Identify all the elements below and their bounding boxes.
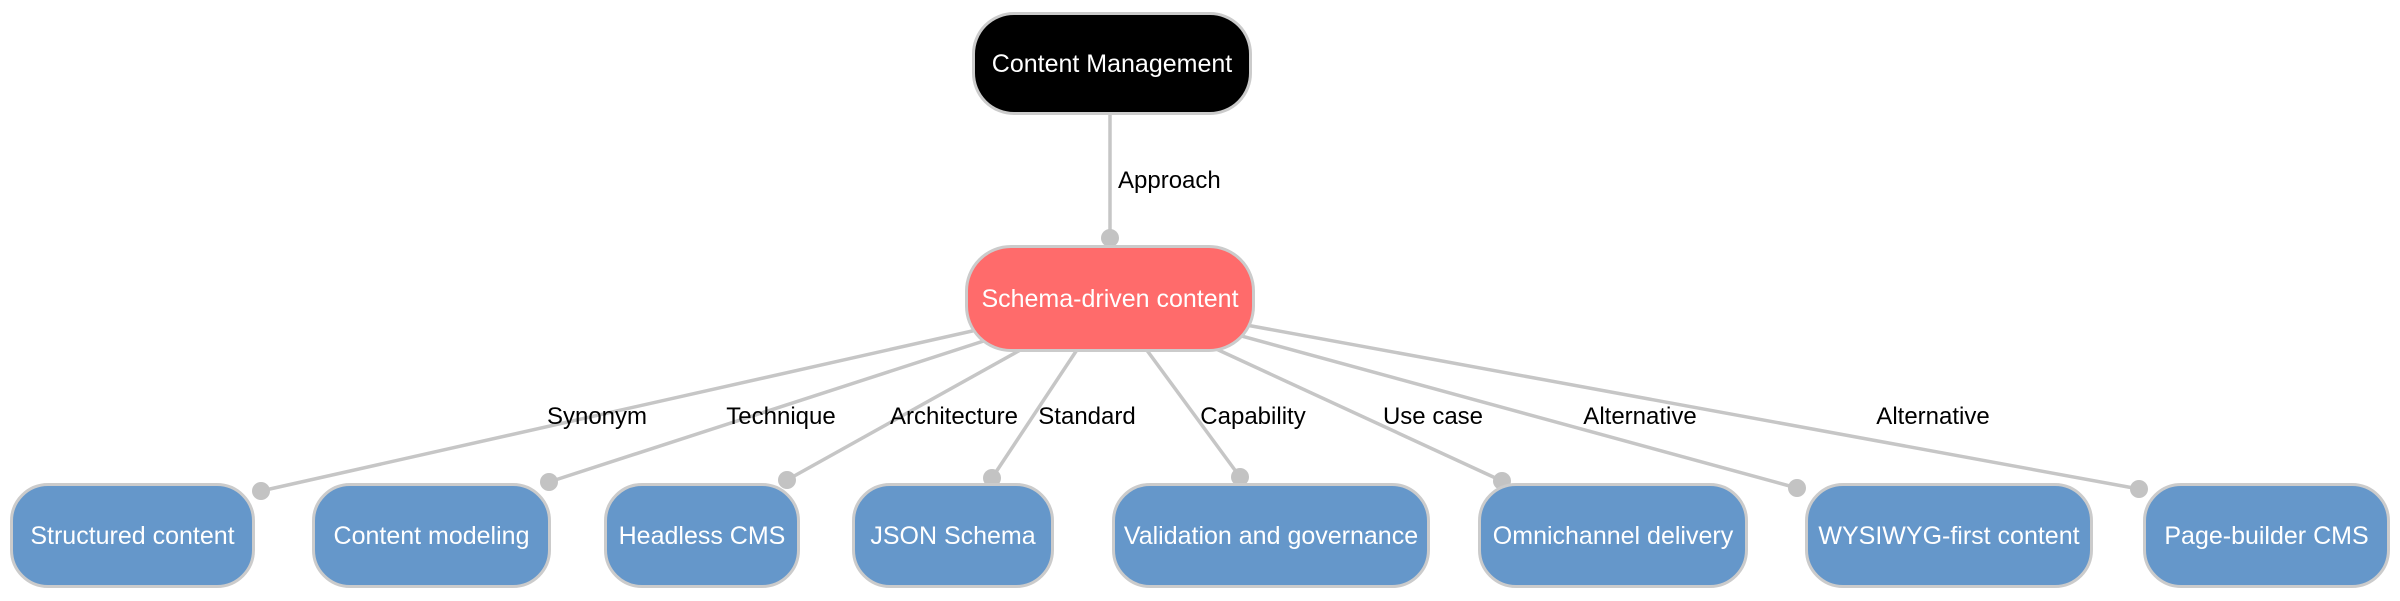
edge-arrow-dot — [1231, 468, 1249, 486]
node-label: Validation and governance — [1123, 521, 1419, 550]
node-schema-driven-content[interactable]: Schema-driven content — [965, 245, 1255, 352]
edge-arrow-dot — [252, 482, 270, 500]
node-content-management[interactable]: Content Management — [972, 12, 1252, 115]
node-structured-content[interactable]: Structured content — [10, 483, 255, 588]
edge-label-alternative-1: Alternative — [1583, 403, 1697, 430]
node-label: Content modeling — [333, 521, 530, 550]
node-label: WYSIWYG-first content — [1818, 521, 2080, 550]
edge-arrow-dot — [778, 471, 796, 489]
edge-arrow-dot — [540, 473, 558, 491]
edge-alternative-2 — [1109, 298, 2148, 498]
node-page-builder-cms[interactable]: Page-builder CMS — [2143, 483, 2390, 588]
edge-label-approach: Approach — [1118, 167, 1221, 194]
node-omnichannel-delivery[interactable]: Omnichannel delivery — [1478, 483, 1748, 588]
edge-line — [1109, 298, 2140, 491]
node-validation-and-governance[interactable]: Validation and governance — [1112, 483, 1430, 588]
edge-label-standard: Standard — [1038, 403, 1136, 430]
node-label: Headless CMS — [618, 521, 786, 550]
edge-label-alternative-2: Alternative — [1876, 403, 1990, 430]
node-label: Omnichannel delivery — [1492, 521, 1734, 550]
node-label: Content Management — [991, 49, 1233, 78]
node-label: Page-builder CMS — [2164, 521, 2369, 550]
edge-arrow-dot — [983, 469, 1001, 487]
edge-arrow-dot — [1788, 479, 1806, 497]
edge-arrow-dot — [2130, 480, 2148, 498]
edge-label-capability: Capability — [1200, 403, 1306, 430]
node-headless-cms[interactable]: Headless CMS — [604, 483, 800, 588]
node-wysiwyg-first-content[interactable]: WYSIWYG-first content — [1805, 483, 2093, 588]
node-label: Schema-driven content — [981, 284, 1239, 313]
edge-label-technique: Technique — [726, 403, 836, 430]
edge-synonym — [252, 298, 1111, 500]
edge-label-use-case: Use case — [1382, 403, 1484, 430]
node-label: JSON Schema — [870, 521, 1036, 550]
node-json-schema[interactable]: JSON Schema — [852, 483, 1054, 588]
node-content-modeling[interactable]: Content modeling — [312, 483, 551, 588]
edge-arrow-dot — [1101, 229, 1119, 247]
edge-label-synonym: Synonym — [546, 403, 648, 430]
edge-label-architecture: Architecture — [889, 403, 1019, 430]
node-label: Structured content — [30, 521, 235, 550]
edge-line — [260, 298, 1111, 493]
